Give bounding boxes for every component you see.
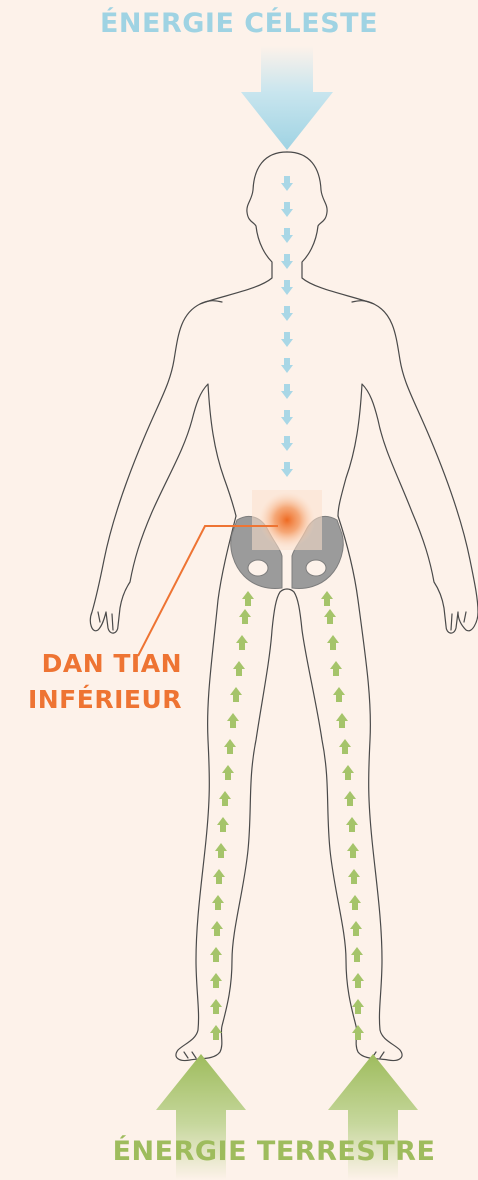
dan-tian-label-line2: INFÉRIEUR	[28, 682, 182, 718]
dan-tian-glow	[259, 492, 315, 548]
terrestrial-energy-title: ÉNERGIE TERRESTRE	[0, 1136, 478, 1167]
dan-tian-label-line1: DAN TIAN	[28, 646, 182, 682]
dan-tian-label: DAN TIAN INFÉRIEUR	[28, 646, 182, 718]
celestial-energy-arrow	[241, 46, 333, 150]
celestial-flow-arrows	[281, 176, 293, 477]
